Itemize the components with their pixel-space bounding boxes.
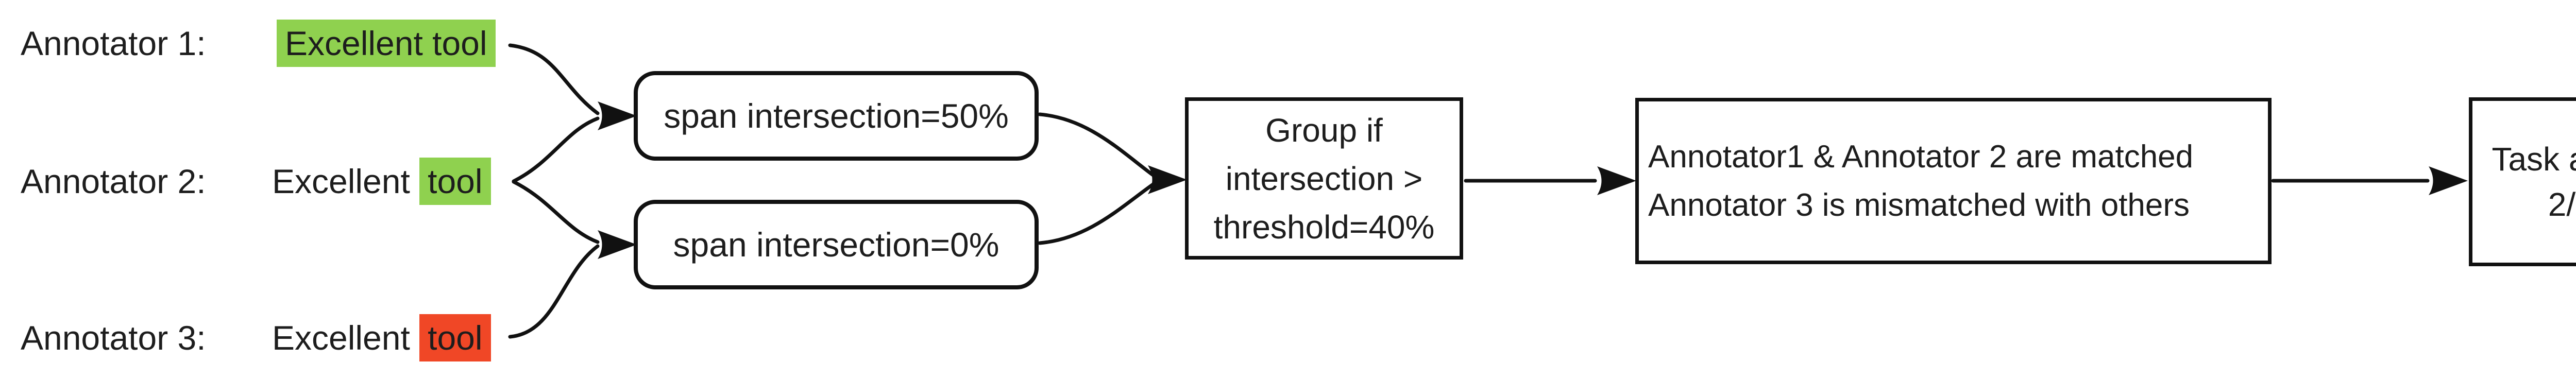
- annotator-1-phrase: Excellent tool: [277, 20, 496, 67]
- annotator-2-phrase: Excellent tool: [272, 158, 491, 205]
- annotator-2-label: Annotator 2:: [21, 162, 206, 200]
- annotator-3-label: Annotator 3:: [21, 319, 206, 357]
- span-intersection-0-text: span intersection=0%: [673, 226, 999, 264]
- group-threshold-line-3: threshold=40%: [1213, 208, 1435, 246]
- connector-annotator2-to-span50: [512, 116, 600, 183]
- arrowhead-into-span50: [598, 101, 637, 130]
- group-threshold-box: Group if intersection > threshold=40%: [1185, 97, 1463, 260]
- annotator-2-plain-text: Excellent: [272, 162, 420, 200]
- group-threshold-line-1: Group if: [1265, 111, 1383, 149]
- span-intersection-50-box: span intersection=50%: [634, 71, 1039, 161]
- group-threshold-line-2: intersection >: [1225, 160, 1423, 197]
- annotator-2-highlight-span: tool: [419, 158, 491, 205]
- task-agreement-box: Task agreement: 2/3=67%: [2469, 97, 2576, 266]
- connector-annotator2-to-span0: [512, 180, 600, 244]
- match-result-line-1: Annotator1 & Annotator 2 are matched: [1648, 139, 2194, 175]
- span-intersection-50-text: span intersection=50%: [664, 97, 1009, 135]
- connector-span0-to-group: [1038, 182, 1155, 245]
- arrowhead-into-task: [2429, 166, 2468, 195]
- arrowhead-into-result: [1597, 166, 1636, 195]
- annotator-3-phrase: Excellent tool: [272, 314, 491, 361]
- connector-annotator1-to-span50: [508, 43, 600, 115]
- annotator-3-plain-text: Excellent: [272, 319, 420, 357]
- arrowhead-into-group: [1148, 165, 1187, 194]
- arrowhead-into-span0: [598, 230, 637, 259]
- task-agreement-line-1: Task agreement:: [2492, 141, 2576, 178]
- task-agreement-line-2: 2/3=67%: [2548, 186, 2576, 223]
- match-result-box: Annotator1 & Annotator 2 are matched Ann…: [1635, 98, 2272, 264]
- annotator-1-label: Annotator 1:: [21, 24, 206, 62]
- connector-span50-to-group: [1038, 112, 1155, 177]
- span-intersection-0-box: span intersection=0%: [634, 200, 1039, 289]
- connector-annotator3-to-span0: [508, 244, 600, 339]
- annotator-1-highlight-span: Excellent tool: [277, 20, 496, 67]
- annotator-3-highlight-span: tool: [419, 314, 491, 361]
- match-result-line-2: Annotator 3 is mismatched with others: [1648, 187, 2190, 223]
